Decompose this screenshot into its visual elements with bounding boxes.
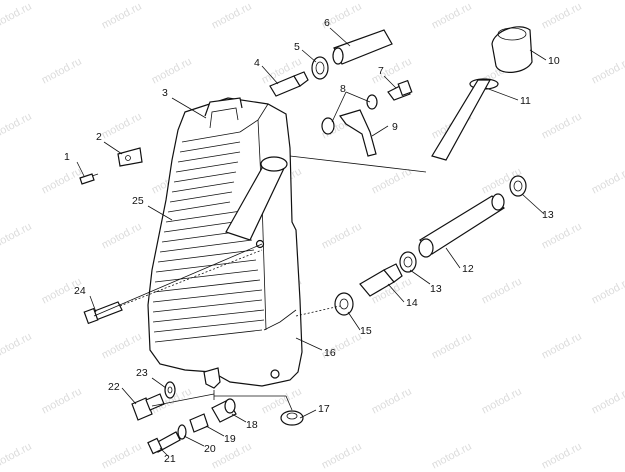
callout-23: 23: [136, 367, 148, 379]
part-washer-23: [164, 381, 176, 399]
part-hose-6: [332, 29, 393, 65]
part-hose-12: [418, 193, 505, 258]
part-banjo-8: [321, 94, 378, 135]
callout-13b: 13: [430, 283, 442, 295]
callout-1: 1: [64, 151, 70, 163]
callout-7: 7: [378, 65, 384, 77]
part-fitting-4: [269, 71, 309, 97]
part-grommet-17: [280, 410, 304, 426]
part-plug-22: [131, 393, 165, 421]
part-line-9: [339, 109, 377, 157]
callout-21: 21: [164, 453, 176, 465]
part-fitting-14: [359, 263, 403, 297]
callout-17: 17: [318, 403, 330, 415]
callout-15: 15: [360, 325, 372, 337]
part-fitting-15: [334, 292, 354, 316]
callout-3: 3: [162, 87, 168, 99]
part-clamp-13a: [509, 175, 527, 197]
part-dipstick-11: [431, 78, 499, 161]
part-spacer-19: [189, 413, 209, 433]
part-clamp-13b: [399, 251, 417, 273]
callout-20: 20: [204, 443, 216, 455]
callout-14: 14: [406, 297, 418, 309]
callout-18: 18: [246, 419, 258, 431]
callout-25: 25: [132, 195, 144, 207]
oil-tank: [147, 97, 303, 389]
callout-16: 16: [324, 347, 336, 359]
part-clamp-5: [311, 56, 329, 80]
part-washer-20: [177, 424, 187, 440]
callout-19: 19: [224, 433, 236, 445]
tank-ribs: [152, 131, 265, 343]
part-bolt-21: [147, 431, 181, 455]
part-screw-1: [79, 173, 99, 185]
callout-6: 6: [324, 17, 330, 29]
part-bracket-2: [117, 147, 143, 167]
callout-24: 24: [74, 285, 86, 297]
callout-9: 9: [392, 121, 398, 133]
callout-12: 12: [462, 263, 474, 275]
callout-8: 8: [340, 83, 346, 95]
callout-5: 5: [294, 41, 300, 53]
callout-2: 2: [96, 131, 102, 143]
callout-22: 22: [108, 381, 120, 393]
callout-labels: 1 2 3 4 5 6 7 8 9 10 11 12 13 13 14 15 1…: [64, 17, 560, 465]
callout-4: 4: [254, 57, 260, 69]
part-bolt-24: [83, 301, 123, 325]
leader-lines: [76, 27, 547, 457]
callout-13a: 13: [542, 209, 554, 221]
callout-11: 11: [520, 95, 531, 107]
part-cap-10: [491, 26, 533, 73]
callout-10: 10: [548, 55, 560, 67]
part-bolt-7: [387, 79, 413, 101]
part-adapter-18: [211, 398, 237, 423]
